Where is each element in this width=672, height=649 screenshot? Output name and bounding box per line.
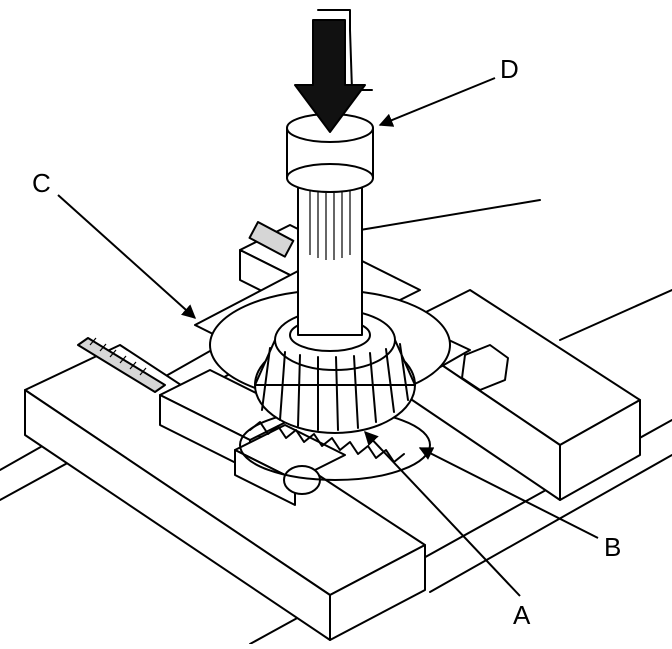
press-attachment xyxy=(286,113,374,193)
label-b: B xyxy=(604,532,621,562)
label-d: D xyxy=(500,54,519,84)
leader-d xyxy=(378,77,496,127)
shaft xyxy=(289,167,371,352)
leader-c xyxy=(57,194,197,319)
left-support-block xyxy=(24,344,426,641)
leader-a xyxy=(364,430,521,597)
leader-b xyxy=(418,447,599,539)
press-force-arrow xyxy=(294,9,373,133)
label-a: A xyxy=(513,600,531,630)
label-c: C xyxy=(32,168,51,198)
